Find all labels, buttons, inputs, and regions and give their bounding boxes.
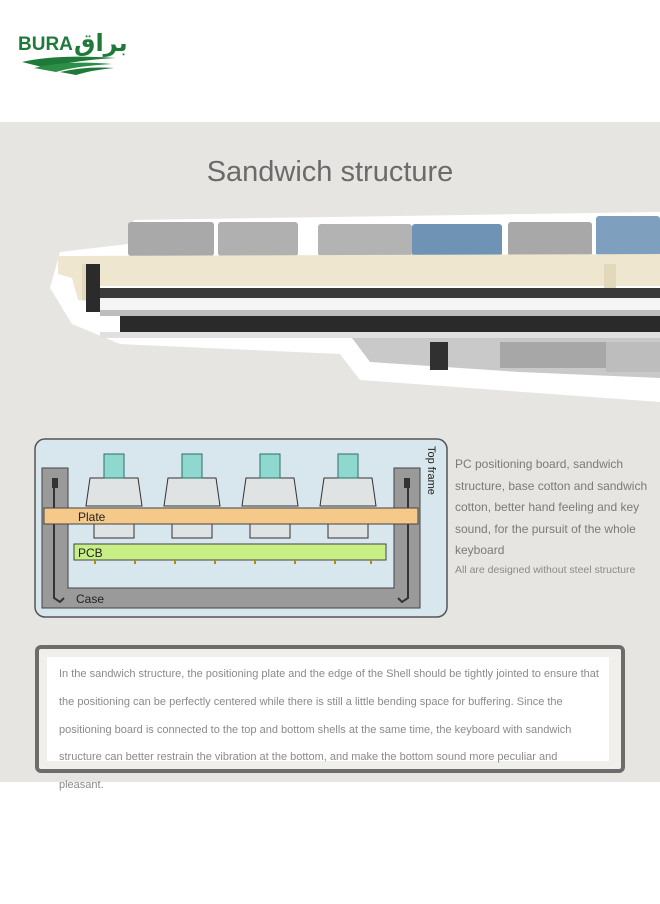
description-box: In the sandwich structure, the positioni… bbox=[35, 645, 625, 791]
side-description: PC positioning board, sandwich structure… bbox=[455, 454, 655, 575]
description-inner: In the sandwich structure, the positioni… bbox=[47, 657, 609, 791]
diagram-label-plate: Plate bbox=[78, 510, 106, 524]
sandwich-structure-diagram: Plate PCB Case Top frame bbox=[34, 438, 448, 618]
logo-arabic: براق bbox=[74, 29, 126, 57]
keyboard-cross-section-image bbox=[0, 202, 660, 402]
diagram-label-top-frame: Top frame bbox=[425, 446, 437, 495]
content-panel: Sandwich structure bbox=[0, 122, 660, 791]
side-description-note: All are designed without steel structure bbox=[455, 563, 636, 576]
section-title: Sandwich structure bbox=[206, 156, 454, 188]
diagram-label-case: Case bbox=[76, 592, 104, 606]
side-description-text: PC positioning board, sandwich structure… bbox=[455, 457, 648, 558]
diagram-label-pcb: PCB bbox=[78, 546, 103, 560]
brand-logo: BURA براق bbox=[16, 20, 128, 76]
logo-latin: BURA bbox=[18, 34, 73, 55]
description-text: In the sandwich structure, the positioni… bbox=[59, 668, 599, 792]
